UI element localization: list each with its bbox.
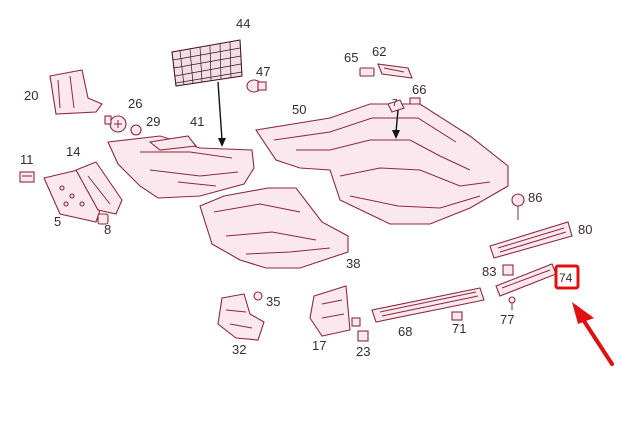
label-11: 11 <box>20 152 34 167</box>
label-32: 32 <box>232 342 246 357</box>
label-29: 29 <box>146 114 160 129</box>
label-35: 35 <box>266 294 280 309</box>
label-26: 26 <box>128 96 142 111</box>
label-5: 5 <box>54 214 61 229</box>
label-68: 68 <box>398 324 412 339</box>
label-14: 14 <box>66 144 80 159</box>
label-50: 50 <box>292 102 306 117</box>
label-77: 77 <box>500 312 514 327</box>
label-80: 80 <box>578 222 592 237</box>
part-68-sill-strip[interactable] <box>371 287 485 323</box>
part-50-floor-carpet[interactable] <box>255 99 509 225</box>
part-26-screw[interactable] <box>104 115 127 133</box>
part-5-pad[interactable] <box>43 169 101 223</box>
highlight-box <box>554 264 580 290</box>
label-38: 38 <box>346 256 360 271</box>
label-65: 65 <box>344 50 358 65</box>
part-71-clip[interactable] <box>451 311 463 321</box>
part-32-bracket[interactable] <box>217 293 265 341</box>
label-23: 23 <box>356 344 370 359</box>
label-62: 62 <box>372 44 386 59</box>
label-66: 66 <box>412 82 426 97</box>
label-83: 83 <box>482 264 496 279</box>
part-20-panel[interactable] <box>49 69 103 115</box>
part-8-nut[interactable] <box>97 213 109 225</box>
label-47: 47 <box>256 64 270 79</box>
part-62-handle[interactable] <box>377 63 413 79</box>
part-86-screw[interactable] <box>511 193 525 220</box>
part-83-clip[interactable] <box>502 264 514 276</box>
label-86: 86 <box>528 190 542 205</box>
part-65-cap[interactable] <box>359 67 375 77</box>
part-77-screw[interactable] <box>508 296 516 310</box>
part-35-clip[interactable] <box>253 291 263 301</box>
part-41-wheelarch-cover[interactable] <box>107 135 255 199</box>
label-7: 7 <box>392 98 398 109</box>
label-17: 17 <box>312 338 326 353</box>
label-44: 44 <box>236 16 250 31</box>
pointer-arrow <box>572 302 614 366</box>
part-29-cap[interactable] <box>130 124 142 136</box>
label-41: 41 <box>190 114 204 129</box>
label-74: 74 <box>559 271 573 285</box>
part-80-sill-plate[interactable] <box>489 221 573 259</box>
part-38-rear-carpet[interactable] <box>199 187 349 269</box>
part-47-clip[interactable] <box>246 79 267 93</box>
part-11-clip[interactable] <box>19 171 35 183</box>
part-17-trim[interactable] <box>309 285 361 337</box>
part-14-pad[interactable] <box>75 161 123 215</box>
part-44-cargo-net[interactable] <box>171 39 243 147</box>
label-8: 8 <box>104 222 111 237</box>
label-20: 20 <box>24 88 38 103</box>
part-23-clip[interactable] <box>357 330 369 342</box>
label-71: 71 <box>452 321 466 336</box>
